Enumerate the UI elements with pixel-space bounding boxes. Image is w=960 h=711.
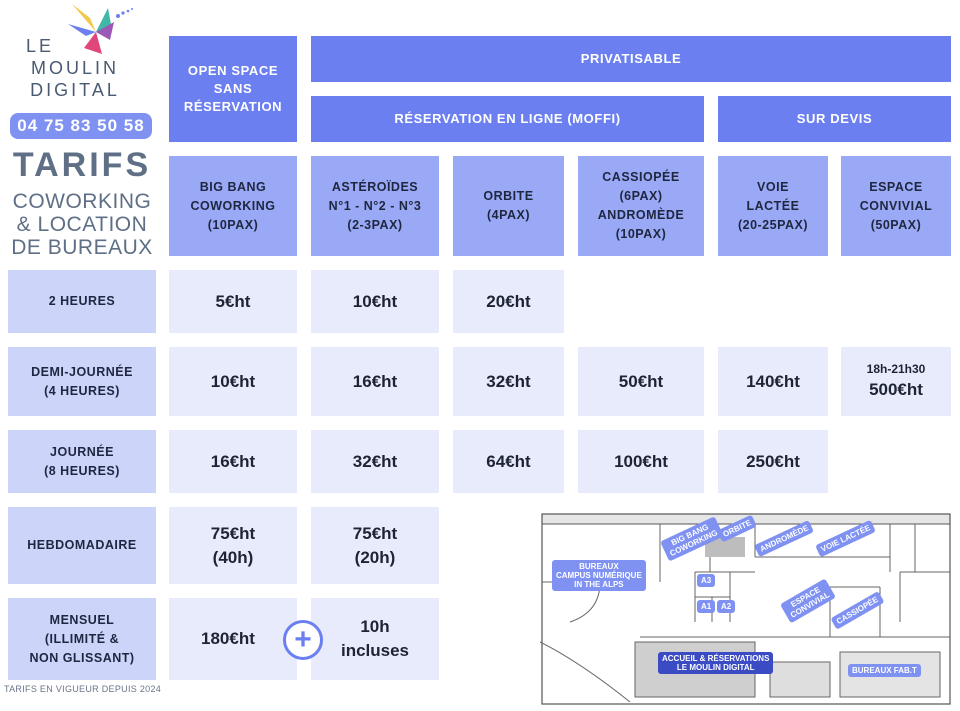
column-asteroides: ASTÉROÏDES N°1 - N°2 - N°3 (2-3PAX) [311, 156, 439, 256]
footer-note: TARIFS EN VIGUEUR DEPUIS 2024 [4, 684, 162, 694]
header-on-quote: SUR DEVIS [718, 96, 951, 142]
logo-line-2: MOULIN [30, 58, 119, 78]
price-cell: 32€ht [311, 430, 439, 493]
price-cell: 75€ht (20h) [311, 507, 439, 584]
price-cell: 10€ht [169, 347, 297, 416]
row-label-2h: 2 HEURES [8, 270, 156, 333]
subtitle-line-3: DE BUREAUX [11, 236, 153, 259]
price-cell: 75€ht (40h) [169, 507, 297, 584]
logo-line-1: LE [25, 36, 55, 56]
price-cell: 50€ht [578, 347, 704, 416]
header-privatisable: PRIVATISABLE [311, 36, 951, 82]
price-cell: 100€ht [578, 430, 704, 493]
subtitle-line-1: COWORKING [12, 190, 152, 213]
subtitle-line-2: & LOCATION [16, 213, 148, 236]
phone-number[interactable]: 04 75 83 50 58 [10, 113, 152, 139]
row-label-monthly: MENSUEL (ILLIMITÉ & NON GLISSANT) [8, 598, 156, 680]
column-cassiopee-andromede: CASSIOPÉE (6PAX) ANDROMÈDE (10PAX) [578, 156, 704, 256]
row-label-half-day: DEMI-JOURNÉE (4 HEURES) [8, 347, 156, 416]
row-label-weekly: HEBDOMADAIRE [8, 507, 156, 584]
price-cell: 16€ht [311, 347, 439, 416]
column-big-bang: BIG BANG COWORKING (10PAX) [169, 156, 297, 256]
column-voie-lactee: VOIE LACTÉE (20-25PAX) [718, 156, 828, 256]
price-cell: 140€ht [718, 347, 828, 416]
map-label-a1: A1 [697, 600, 716, 613]
price-cell: 16€ht [169, 430, 297, 493]
price-cell: 10h incluses [311, 598, 439, 680]
map-label-bureaux-fabt: BUREAUX FAB.T [848, 664, 921, 677]
floor-plan-map: BIG BANG COWORKING ORBITE ANDROMÈDE VOIE… [540, 512, 952, 706]
map-label-accueil: ACCUEIL & RÉSERVATIONS LE MOULIN DIGITAL [658, 652, 774, 674]
logo-mark-icon [62, 2, 134, 56]
convivial-price: 500€ht [869, 380, 923, 399]
page-title: TARIFS [12, 146, 152, 184]
header-online-booking: RÉSERVATION EN LIGNE (MOFFI) [311, 96, 704, 142]
row-label-day: JOURNÉE (8 HEURES) [8, 430, 156, 493]
map-label-bureaux-campus: BUREAUX CAMPUS NUMÉRIQUE IN THE ALPS [552, 560, 646, 591]
column-orbite: ORBITE (4PAX) [453, 156, 564, 256]
price-cell: 64€ht [453, 430, 564, 493]
logo-line-3: DIGITAL [30, 80, 120, 100]
price-cell: 10€ht [311, 270, 439, 333]
price-cell: 5€ht [169, 270, 297, 333]
price-cell-convivial: 18h-21h30 500€ht [841, 347, 951, 416]
map-label-a3: A3 [697, 574, 716, 587]
map-label-a2: A2 [717, 600, 736, 613]
price-cell: 250€ht [718, 430, 828, 493]
price-cell: 20€ht [453, 270, 564, 333]
plus-icon: + [283, 620, 323, 660]
convivial-time: 18h-21h30 [866, 362, 926, 376]
header-open-space: OPEN SPACE SANS RÉSERVATION [169, 36, 297, 142]
price-cell: 180€ht [169, 598, 297, 680]
column-espace-convivial: ESPACE CONVIVIAL (50PAX) [841, 156, 951, 256]
price-cell: 32€ht [453, 347, 564, 416]
